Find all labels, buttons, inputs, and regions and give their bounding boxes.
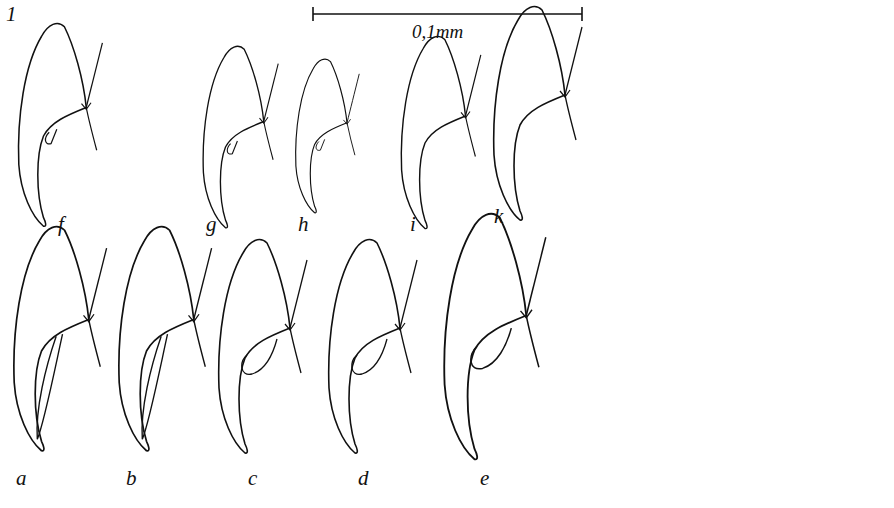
panel-letter: c: [248, 468, 257, 489]
figure-number: 1: [6, 4, 17, 25]
scale-label: 0,1mm: [412, 22, 463, 41]
panel-letter: a: [16, 468, 27, 489]
panel-letter: b: [126, 468, 137, 489]
panel-letter: i: [410, 214, 416, 235]
panel-letter: d: [358, 468, 369, 489]
panel-letter: g: [206, 214, 217, 235]
panel-letter: k: [494, 206, 503, 227]
panel-letter: e: [480, 468, 489, 489]
panel-letter: h: [298, 214, 309, 235]
panel-letter: f: [58, 214, 64, 235]
